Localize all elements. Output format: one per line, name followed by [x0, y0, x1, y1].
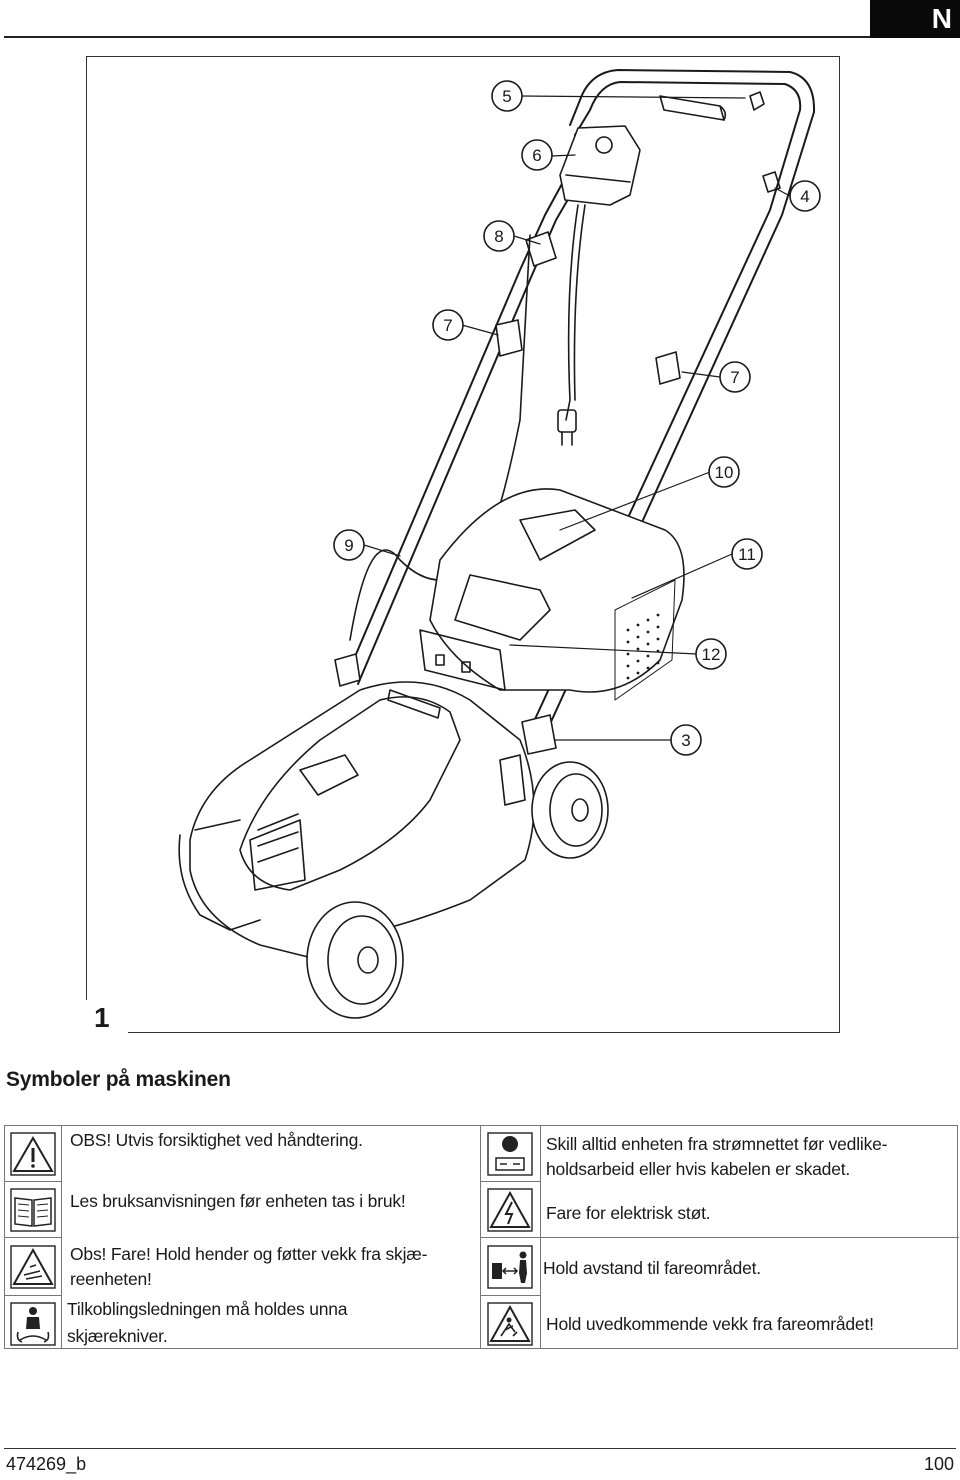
callout-label: 4 — [800, 187, 809, 206]
warning-triangle-icon — [10, 1132, 56, 1176]
power-cable — [565, 204, 579, 421]
switch-box — [559, 125, 641, 206]
cable-blade-icon — [10, 1302, 56, 1346]
blade-hazard-icon — [10, 1245, 56, 1289]
callout-label: 5 — [502, 87, 511, 106]
figure-number: 1 — [94, 1002, 110, 1033]
cable-plug — [557, 409, 577, 433]
header-rule — [4, 36, 870, 38]
symbol-text-blade-hazard-2: reenheten! — [70, 1269, 152, 1289]
handle-grip — [659, 95, 725, 121]
page-number: 100 — [923, 1454, 954, 1474]
callout-label: 9 — [344, 536, 353, 555]
symbol-text-unplug-2: holdsarbeid eller hvis kabelen er skadet… — [546, 1159, 851, 1179]
language-code: N — [931, 3, 952, 34]
symbol-text-cable-1: Tilkoblingsledningen må holdes unna — [67, 1299, 348, 1319]
motor-cover-window — [299, 754, 359, 796]
callout-label: 3 — [681, 731, 690, 750]
handle-right-bar — [529, 81, 802, 731]
symbol-text-read-manual: Les bruksanvisningen før enheten tas i b… — [70, 1191, 406, 1211]
symbol-text-bystanders: Hold uvedkommende vekk fra fareområdet! — [546, 1314, 874, 1334]
handle-knob-upper-left — [495, 319, 523, 357]
symbols-table: OBS! Utvis forsiktighet ved håndtering. … — [4, 1125, 959, 1349]
symbol-text-unplug-1: Skill alltid enheten fra strømnettet før… — [546, 1134, 888, 1154]
electric-shock-icon — [487, 1188, 533, 1232]
section-title: Symboler på maskinen — [6, 1068, 231, 1091]
lawnmower-illustration: 5 6 4 8 7 7 10 9 11 12 3 — [178, 69, 821, 1019]
callout-label: 12 — [702, 645, 721, 664]
figure-frame — [86, 56, 840, 1033]
front-wheel — [306, 901, 404, 1019]
callout-label: 8 — [494, 227, 503, 246]
symbol-text-electric-shock: Fare for elektrisk støt. — [546, 1203, 711, 1223]
handle-knob-upper-right — [655, 351, 681, 385]
callout-label: 10 — [715, 463, 734, 482]
symbol-text-keep-distance: Hold avstand til fareområdet. — [543, 1258, 761, 1278]
symbol-text-blade-hazard-1: Obs! Fare! Hold hender og føtter vekk fr… — [70, 1244, 428, 1264]
unplug-before-maintenance-icon — [487, 1132, 533, 1176]
callout-label: 7 — [730, 368, 739, 387]
callout-label: 11 — [738, 545, 756, 564]
rear-wheel — [531, 761, 609, 859]
symbol-text-cable-2: skjærekniver. — [67, 1326, 168, 1346]
symbol-text-caution: OBS! Utvis forsiktighet ved håndtering. — [70, 1130, 363, 1150]
callout-label: 7 — [443, 316, 452, 335]
figure-number-gap — [82, 1000, 128, 1040]
bystanders-away-icon — [487, 1302, 533, 1346]
footer-rule — [4, 1448, 956, 1449]
language-tab: N — [870, 0, 960, 38]
callout-label: 6 — [532, 146, 541, 165]
document-code: 474269_b — [6, 1454, 87, 1474]
manual-book-icon — [10, 1188, 56, 1232]
handle-knob-lower-left — [334, 653, 361, 687]
keep-distance-icon — [487, 1245, 533, 1289]
handle-knob-lower-right — [521, 714, 557, 755]
